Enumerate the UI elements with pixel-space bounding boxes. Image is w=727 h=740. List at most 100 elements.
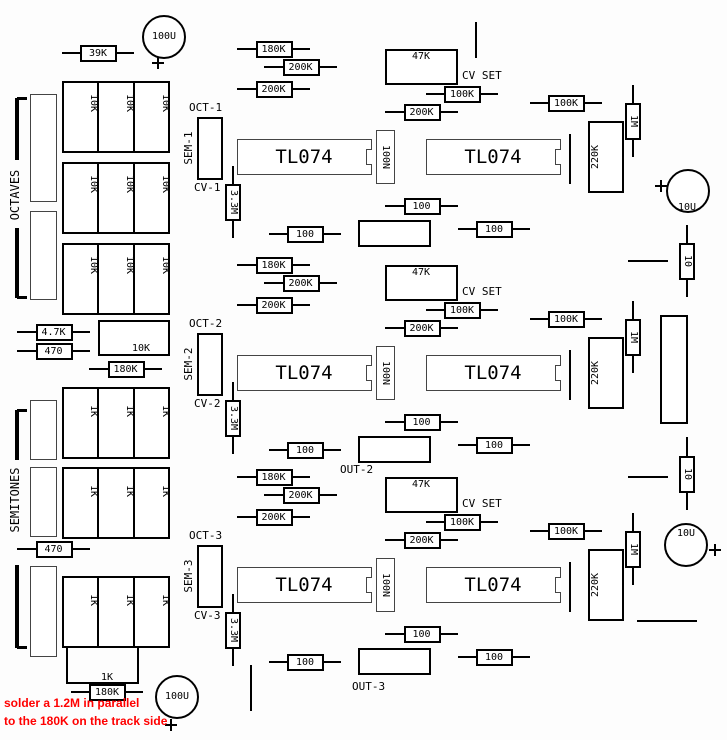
resistor-200k <box>282 59 320 76</box>
resistor-100k <box>548 523 585 540</box>
resistor-value: 470 <box>44 544 63 555</box>
resistor-value: 180K <box>94 687 120 698</box>
resistor-value: 100 <box>295 445 315 456</box>
resistor-180k <box>255 41 293 58</box>
trimmer-value: 47K <box>411 267 431 278</box>
resistor-200k <box>255 81 293 98</box>
sem-label: SEM-2 <box>182 347 195 381</box>
trimmer-value: 10K <box>131 343 151 354</box>
link-1k <box>66 647 139 684</box>
capacitor-100n <box>376 130 395 184</box>
bracket <box>15 228 19 298</box>
octave-pot-group <box>62 162 170 234</box>
plus-icon <box>170 719 172 731</box>
resistor-value: 180K <box>261 44 286 55</box>
resistor-200k <box>403 104 441 121</box>
plus-icon <box>157 57 159 69</box>
divider <box>133 162 135 234</box>
trace <box>637 620 697 622</box>
trimmer-47k <box>385 477 458 513</box>
resistor-value: 200K <box>261 84 286 95</box>
capacitor-value: 10U <box>677 202 697 213</box>
pot-value: 1K <box>88 404 99 418</box>
resistor-470 <box>35 541 73 558</box>
resistor-value: 100 <box>412 629 431 640</box>
trimmer-47k <box>385 49 458 85</box>
ic-label: TL074 <box>464 146 522 168</box>
pot-value: 10K <box>160 255 171 275</box>
resistor-value: 10 <box>682 254 693 268</box>
bracket <box>17 645 27 649</box>
channel-connector <box>197 333 223 396</box>
resistor-100 <box>287 442 324 459</box>
resistor-10 <box>679 455 695 493</box>
octaves-label: OCTAVES <box>8 169 22 221</box>
resistor-value: 100 <box>484 652 504 663</box>
resistor-value: 100 <box>412 201 431 212</box>
oct-label: OCT-1 <box>189 101 223 114</box>
divider <box>97 243 99 315</box>
resistor-value: 39K <box>88 48 108 59</box>
resistor-value: 100 <box>484 440 504 451</box>
octave-switch <box>30 94 57 202</box>
semitone-switch <box>30 400 57 460</box>
capacitor-100u <box>142 15 186 59</box>
capacitor-value: 100N <box>380 572 391 598</box>
note-line-1: solder a 1.2M in parallel <box>4 696 140 710</box>
ic-tl074 <box>237 567 372 603</box>
octave-pot-group <box>62 81 170 153</box>
resistor-value: 200K <box>409 107 434 118</box>
trimmer-value: 47K <box>411 479 431 490</box>
resistor-180k <box>107 361 145 378</box>
resistor-3m3 <box>225 400 241 437</box>
resistor-3m3 <box>225 612 241 649</box>
resistor-10 <box>679 243 695 280</box>
trace <box>569 562 571 612</box>
resistor-value: 180K <box>261 472 286 483</box>
resistor-180k <box>89 684 126 701</box>
resistor-value: 100 <box>484 224 504 235</box>
pot-value: 10K <box>88 174 99 194</box>
cv-set-label: CV SET <box>462 497 502 510</box>
resistor-value: 100K <box>449 305 475 316</box>
output-jack-pad <box>358 436 431 463</box>
resistor-1m <box>625 531 641 568</box>
divider <box>97 576 99 648</box>
trace <box>628 260 668 262</box>
link-value: 1K <box>100 672 114 683</box>
pot-value: 10K <box>124 93 135 113</box>
ic-tl074 <box>426 567 561 603</box>
sem-label: SEM-1 <box>182 131 195 165</box>
resistor-value: 3.3M <box>228 617 239 643</box>
trace <box>569 350 571 400</box>
out-label: OUT-2 <box>340 463 374 476</box>
resistor-value: 100K <box>553 526 579 537</box>
resistor-220k <box>588 337 624 409</box>
semitone-pot-group <box>62 576 170 648</box>
plus-icon <box>714 544 716 556</box>
pot-value: 10K <box>160 93 171 113</box>
resistor-100k <box>444 86 481 103</box>
octave-pot-group <box>62 243 170 315</box>
resistor-100 <box>403 414 441 431</box>
resistor-value: 200K <box>288 278 313 289</box>
capacitor-value: 10U <box>676 528 696 539</box>
trace <box>475 22 477 58</box>
semitone-pot-group <box>62 467 170 539</box>
resistor-180k <box>255 469 293 486</box>
divider <box>97 387 99 459</box>
resistor-1m <box>625 103 641 140</box>
resistor-200k <box>282 275 320 292</box>
channel-connector <box>197 117 223 180</box>
ic-label: TL074 <box>275 574 333 596</box>
capacitor-value: 100N <box>380 144 391 170</box>
ic-label: TL074 <box>275 362 333 384</box>
resistor-1m <box>625 319 641 356</box>
ic-notch <box>555 365 561 381</box>
resistor-100k <box>548 311 585 328</box>
pot-value: 1K <box>88 593 99 607</box>
resistor-value: 100K <box>553 98 579 109</box>
ic-notch <box>366 365 372 381</box>
divider <box>133 467 135 539</box>
